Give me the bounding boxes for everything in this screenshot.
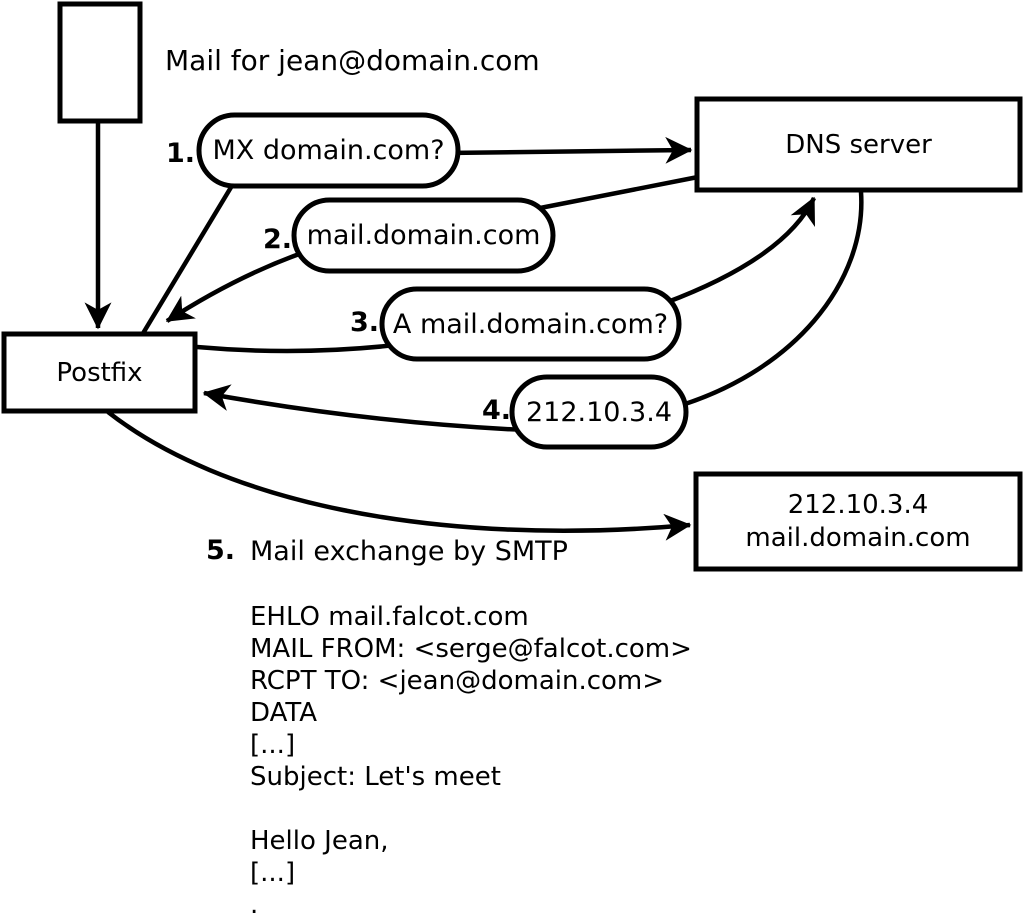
dns-box-shape — [694, 96, 1023, 193]
pill-query-a — [379, 286, 682, 362]
mailserver-hostname: mail.domain.com — [745, 522, 971, 553]
postfix-box-shape — [1, 331, 198, 414]
arrow-query1-to-dns — [444, 136, 693, 164]
mail-note-label: Mail for jean@domain.com — [165, 44, 540, 77]
step4-number: 4. — [482, 395, 512, 426]
pill-query-mx — [196, 112, 461, 189]
step5-number: 5. — [206, 535, 236, 566]
step5-label: Mail exchange by SMTP — [250, 536, 568, 567]
line-dns-to-answer4 — [664, 191, 864, 413]
mail-document-shape — [57, 1, 143, 124]
mailserver-box-shape — [693, 471, 1023, 572]
arrow-answer4-to-postfix — [202, 384, 526, 433]
pill-answer-a-label: 212.10.3.4 — [526, 396, 672, 428]
pill-answer-a — [509, 374, 689, 450]
line-dns-to-answer2 — [534, 174, 699, 212]
smtp-session-text: EHLO mail.falcot.com MAIL FROM: <serge@f… — [250, 602, 692, 919]
pill-answer-mx-label: mail.domain.com — [306, 220, 541, 251]
dns-server-label: DNS server — [785, 129, 932, 160]
line-postfix-to-query1 — [140, 177, 238, 337]
step3-number: 3. — [350, 307, 380, 338]
postfix-label: Postfix — [56, 357, 143, 388]
pill-answer-mx — [291, 197, 556, 274]
arrow-postfix-to-mailserver — [106, 410, 692, 541]
step1-number: 1. — [166, 138, 196, 169]
pill-query-mx-label: MX domain.com? — [212, 135, 445, 166]
arrow-query3-to-dns — [664, 196, 817, 306]
arrow-answer2-to-postfix — [165, 250, 303, 323]
mailserver-ip: 212.10.3.4 — [787, 489, 929, 520]
mailserver-label: 212.10.3.4 mail.domain.com — [696, 474, 1020, 569]
pill-query-a-label: A mail.domain.com? — [392, 308, 669, 340]
step2-number: 2. — [263, 224, 293, 255]
